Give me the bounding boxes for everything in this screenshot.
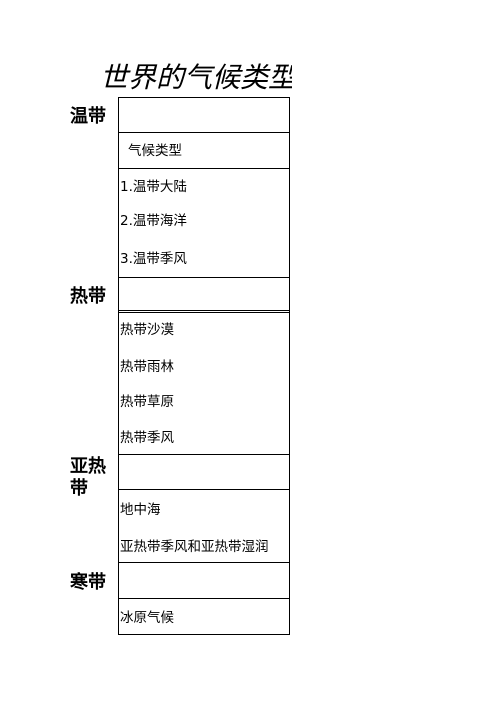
list-item: 1.温带大陆	[120, 179, 187, 195]
zone-label-tropical: 热带	[70, 286, 106, 307]
list-item: 地中海	[120, 502, 161, 518]
list-item: 3.温带季风	[120, 251, 187, 267]
zone-label-frigid: 寒带	[70, 572, 106, 593]
subtropical-list-box	[118, 489, 290, 562]
list-item: 热带草原	[120, 394, 174, 410]
frigid-list-box	[118, 598, 290, 635]
frigid-blank-cell	[118, 562, 290, 599]
temperate-header: 气候类型	[128, 143, 182, 159]
list-item: 亚热带季风和亚热带湿润	[120, 539, 269, 555]
list-item: 热带季风	[120, 430, 174, 446]
temperate-list-box	[118, 133, 290, 311]
temperate-blank-cell	[118, 97, 290, 133]
temperate-divider	[118, 168, 290, 169]
zone-label-subtropical: 亚热带	[70, 456, 106, 499]
list-item: 2.温带海洋	[120, 213, 187, 229]
zone-label-temperate: 温带	[70, 106, 106, 127]
list-item: 热带雨林	[120, 359, 174, 375]
tropical-list-box	[118, 312, 290, 454]
tropical-blank-cell	[118, 277, 290, 313]
subtropical-blank-cell	[118, 454, 290, 490]
list-item: 冰原气候	[120, 610, 174, 626]
page-title: 世界的气候类型	[100, 61, 292, 94]
list-item: 热带沙漠	[120, 322, 174, 338]
